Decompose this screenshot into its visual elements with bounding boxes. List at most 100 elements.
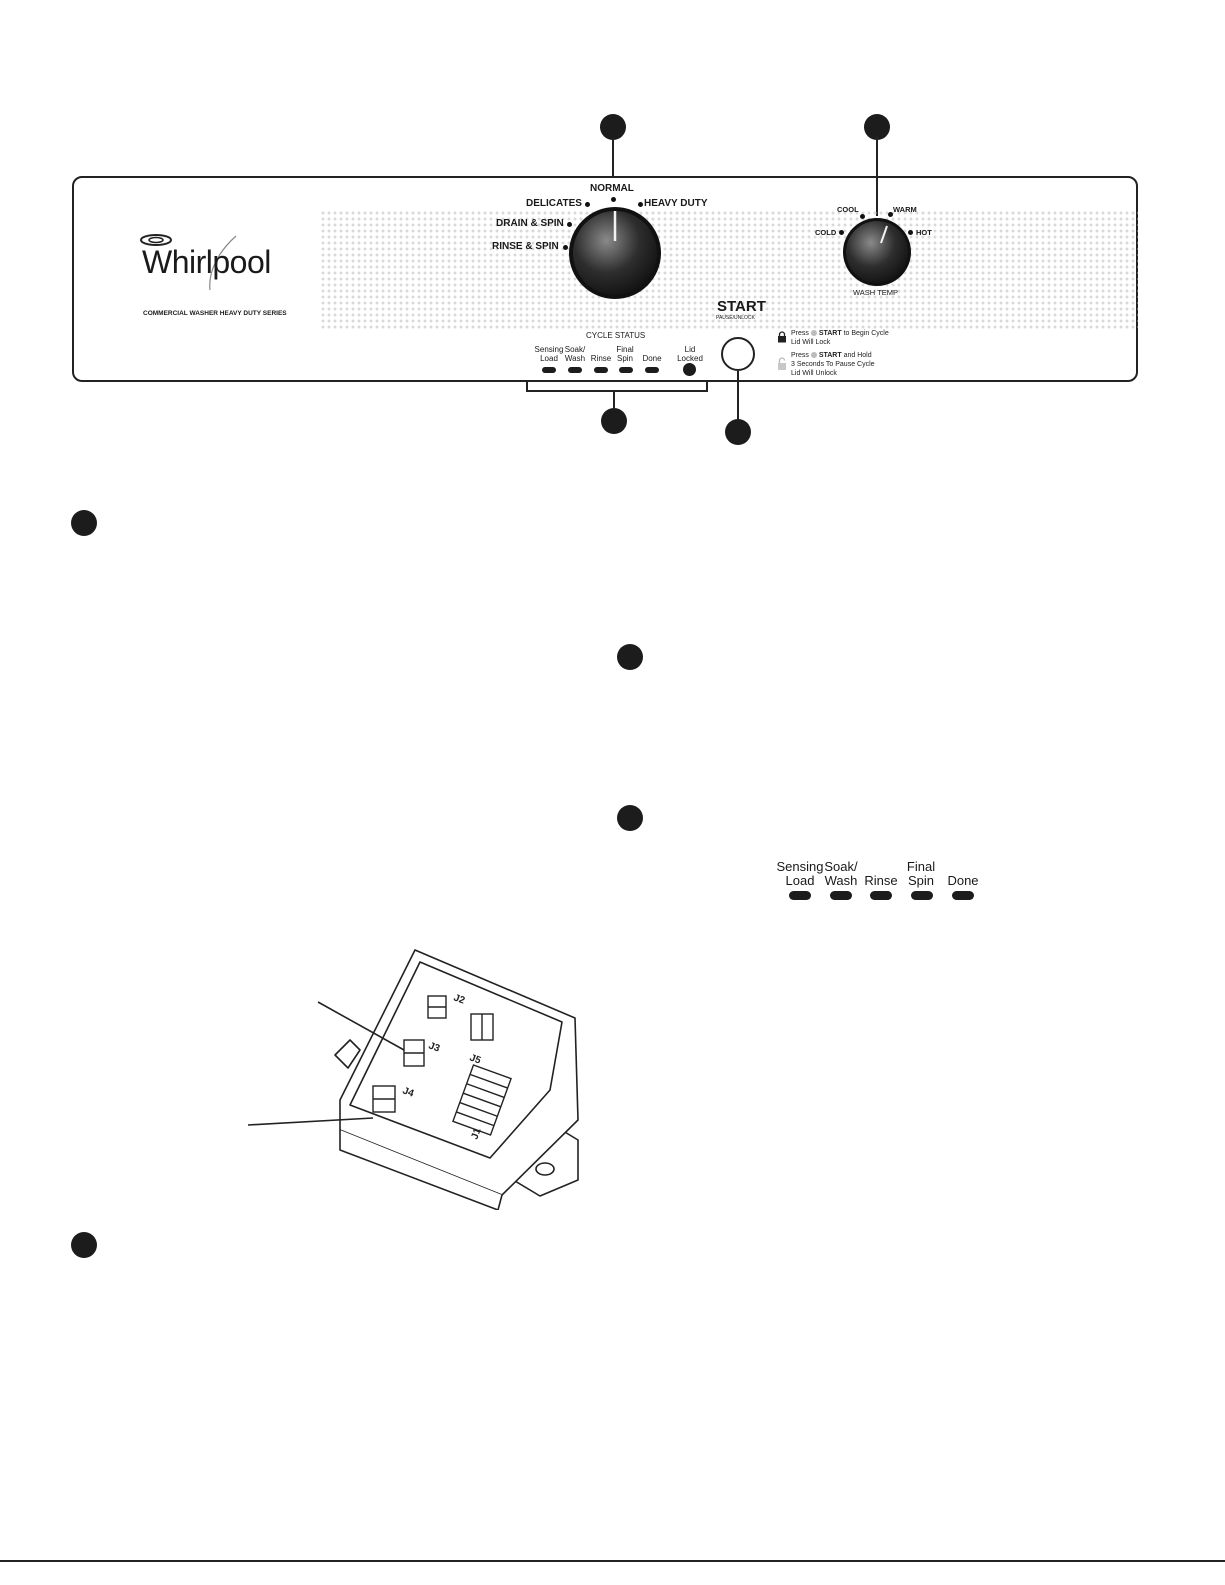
detail-status-line1: Soak/ [824,859,858,874]
status-label-line1: Sensing [534,345,564,354]
detail-status-line2: Done [947,873,979,888]
temp-cold-dot [839,230,844,235]
status-label-line2: Wash [564,354,586,363]
lock-instruction-line1: Press START to Begin Cycle [791,329,889,338]
detail-status-label-done: Done [938,860,988,888]
cycle-heavy-duty-label: HEAVY DUTY [644,198,708,209]
callout-line-cycle-knob [612,138,614,178]
status-label-rinse: Rinse [581,345,621,363]
cycle-rinse-spin-label: RINSE & SPIN [492,241,559,252]
detail-status-led-soak-wash [830,891,852,900]
connector-j4-label: J4 [401,1085,416,1099]
status-led-soak-wash [568,367,582,373]
detail-status-led-final-spin [911,891,933,900]
status-label-line2: Spin [616,354,633,363]
section-bullet-2 [617,644,643,670]
status-led-final-spin [619,367,633,373]
cycle-delicates-dot [585,202,590,207]
detail-status-line2: Spin [907,873,935,888]
start-label: START [717,298,766,315]
cycle-normal-label: NORMAL [590,183,634,194]
status-label-done: Done [632,345,672,363]
detail-status-label-rinse: Rinse [856,860,906,888]
detail-status-label-final-spin: Final Spin [896,860,946,888]
cycle-drain-spin-label: DRAIN & SPIN [496,218,564,229]
unlock-press-text: Press [791,352,809,359]
lock-indicator-dot [810,330,817,337]
status-led-sensing-load [542,367,556,373]
temp-warm-label: WARM [893,205,917,214]
cycle-knob[interactable] [565,203,665,303]
callout-bullet-cycle-status [601,408,627,434]
detail-status-led-rinse [870,891,892,900]
status-led-done [645,367,659,373]
board-leader-line-j4 [247,1117,374,1126]
detail-status-line2: Wash [824,873,858,888]
control-board-illustration: J2 J3 J4 J5 J1 [247,949,579,1210]
unlock-instruction-line2: 3 Seconds To Pause Cycle [791,361,875,368]
detail-status-line1: Sensing [776,859,824,874]
section-bullet-3 [617,805,643,831]
lock-open-icon [778,357,786,370]
temp-hot-label: HOT [916,228,932,237]
temp-warm-dot [888,212,893,217]
status-led-lid-locked [683,363,696,376]
board-leader-line-j3 [317,1001,405,1051]
lock-closed-icon [778,331,786,343]
status-label-line2: Rinse [590,354,612,363]
detail-status-line1: Final [906,859,936,874]
lock-instruction-line2: Lid Will Lock [791,339,831,346]
status-label-final-spin: Final Spin [605,345,645,363]
detail-status-line2: Load [785,873,815,888]
status-label-line1: Final [616,345,634,354]
callout-bullet-cycle-knob [600,114,626,140]
status-label-line2: Load [540,354,558,363]
callout-bullet-temp-knob [864,114,890,140]
wash-temp-title: WASH TEMP [853,288,899,297]
cycle-normal-dot [611,197,616,202]
cycle-delicates-label: DELICATES [526,198,582,209]
brand-swirl-logo [140,234,237,291]
unlock-instruction-line1: Press START and Hold [791,351,872,360]
lock-start-text: START [818,330,842,337]
connector-j2-label: J2 [452,992,467,1006]
status-label-line1: Soak/ [564,345,586,354]
cycle-rinse-spin-dot [563,245,568,250]
detail-status-led-done [952,891,974,900]
section-bullet-4 [71,1232,97,1258]
unlock-indicator-dot [810,352,817,359]
detail-status-line1 [938,860,988,874]
detail-status-led-sensing-load [789,891,811,900]
status-label-line1: Lid [684,345,696,354]
temp-cool-label: COOL [837,205,859,214]
temp-cold-label: COLD [815,228,837,237]
temp-hot-dot [908,230,913,235]
status-label-line2: Locked [677,354,703,363]
section-bullet-1 [71,510,97,536]
unlock-start-text: START [818,352,842,359]
status-label-lid-locked: Lid Locked [670,345,710,363]
brand-name: Whirlpool [142,244,271,280]
status-label-sensing-load: Sensing Load [529,345,569,363]
cycle-heavy-duty-dot [638,202,643,207]
status-label-line2: Done [642,354,662,363]
cycle-status-bracket [526,380,708,408]
panel-dot-texture [320,210,1138,330]
series-label: COMMERCIAL WASHER HEAVY DUTY SERIES [143,310,287,317]
cycle-drain-spin-dot [567,222,572,227]
detail-status-label-sensing-load: Sensing Load [775,860,825,888]
connector-j5-label: J5 [468,1052,483,1066]
connector-j1-label: J1 [469,1126,483,1141]
status-led-rinse [594,367,608,373]
status-label-soak-wash: Soak/ Wash [555,345,595,363]
detail-status-label-soak-wash: Soak/ Wash [816,860,866,888]
lock-begin-text: to Begin Cycle [843,330,889,337]
wash-temp-knob[interactable] [841,216,913,288]
lock-press-text: Press [791,330,809,337]
connector-j3-label: J3 [427,1040,442,1054]
start-button[interactable] [721,337,755,371]
start-sublabel: PAUSE/UNLOCK [716,315,755,321]
status-label-line1 [632,345,672,354]
cycle-status-title: CYCLE STATUS [586,331,646,340]
temp-cool-dot [860,214,865,219]
